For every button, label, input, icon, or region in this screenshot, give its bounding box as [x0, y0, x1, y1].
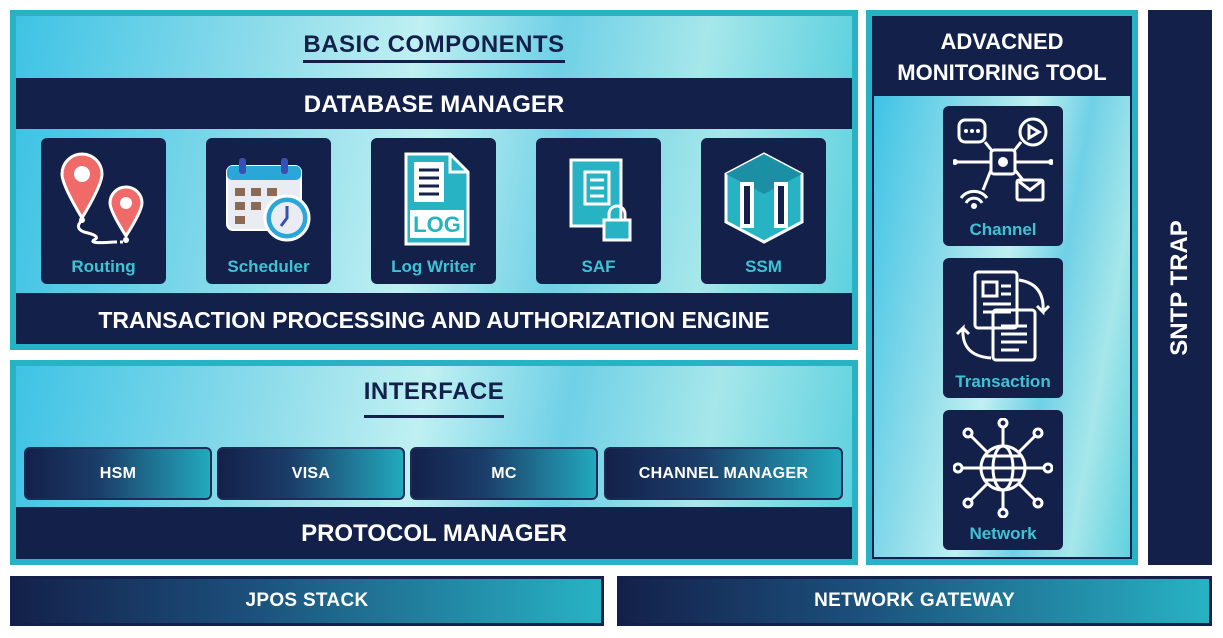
monitoring-title: ADVACNED MONITORING TOOL — [872, 26, 1132, 88]
interface-item-hsm[interactable]: HSM — [24, 447, 212, 500]
component-label: Routing — [71, 257, 136, 276]
monitoring-title-line2: MONITORING TOOL — [897, 60, 1107, 85]
component-label: Log Writer — [391, 257, 476, 276]
component-label: SSM — [745, 257, 782, 276]
log-file-icon: LOG — [404, 152, 469, 246]
component-card-log-writer[interactable]: LOG Log Writer — [371, 138, 496, 284]
basic-components-title: BASIC COMPONENTS — [303, 31, 565, 63]
protocol-manager-label: PROTOCOL MANAGER — [301, 520, 567, 547]
monitoring-label: Transaction — [955, 372, 1051, 391]
interface-title: INTERFACE — [363, 378, 505, 418]
routing-map-pin-icon — [59, 152, 144, 245]
component-label: SAF — [581, 257, 616, 276]
interface-item-mc[interactable]: MC — [410, 447, 598, 500]
sntp-trap-panel — [1148, 10, 1212, 565]
monitoring-title-line1: ADVACNED — [940, 29, 1064, 54]
database-manager-label: DATABASE MANAGER — [303, 91, 565, 118]
component-card-ssm[interactable]: SSM — [701, 138, 826, 284]
network-gateway-bar: NETWORK GATEWAY — [617, 576, 1212, 626]
transaction-exchange-icon — [955, 270, 1051, 362]
channel-hub-icon — [953, 117, 1053, 209]
monitoring-card-channel[interactable]: Channel — [943, 106, 1063, 246]
interface-header: INTERFACE — [16, 378, 852, 418]
basic-components-header: BASIC COMPONENTS — [16, 16, 852, 78]
engine-label: TRANSACTION PROCESSING AND AUTHORIZATION… — [98, 307, 770, 333]
locked-document-icon — [569, 158, 631, 242]
component-label: Scheduler — [227, 257, 310, 276]
svg-text:LOG: LOG — [413, 212, 461, 237]
interface-item-visa[interactable]: VISA — [217, 447, 405, 500]
component-card-scheduler[interactable]: Scheduler — [206, 138, 331, 284]
sntp-trap-label: SNTP TRAP — [1166, 220, 1193, 356]
monitoring-card-network[interactable]: Network — [943, 410, 1063, 550]
scheduler-calendar-clock-icon — [225, 158, 310, 242]
interface-item-channel-manager[interactable]: CHANNEL MANAGER — [604, 447, 843, 500]
monitoring-label: Network — [969, 524, 1037, 543]
network-globe-icon — [953, 418, 1053, 518]
monitoring-card-transaction[interactable]: Transaction — [943, 258, 1063, 398]
component-card-routing[interactable]: Routing — [41, 138, 166, 284]
ssm-hexagon-icon — [724, 152, 803, 244]
jpos-stack-bar: JPOS STACK — [10, 576, 604, 626]
component-card-saf[interactable]: SAF — [536, 138, 661, 284]
monitoring-label: Channel — [969, 220, 1037, 239]
